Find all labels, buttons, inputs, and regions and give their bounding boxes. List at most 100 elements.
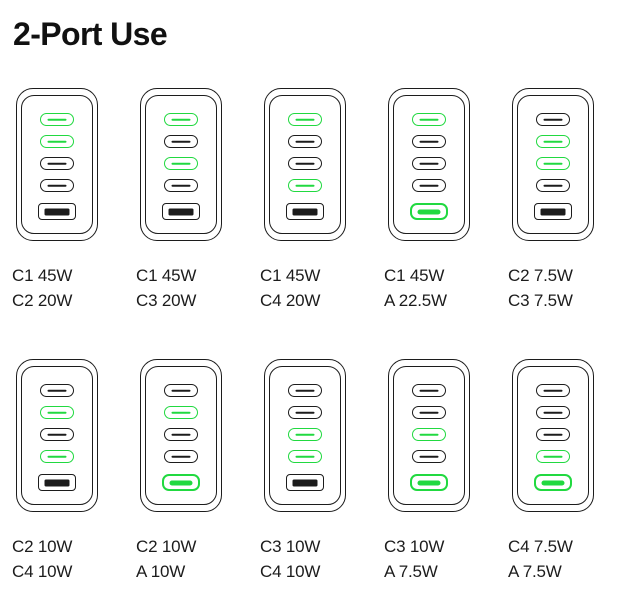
port-group <box>145 95 217 234</box>
caption-line-2: C4 10W <box>12 562 73 581</box>
usb-c-port-c3-inactive[interactable] <box>40 428 74 441</box>
port-group <box>517 95 589 234</box>
charger-diagram <box>260 359 356 512</box>
usb-c-port-c3-active[interactable] <box>412 428 446 441</box>
caption-line-1: C2 10W <box>12 537 73 556</box>
usb-c-port-c2-active[interactable] <box>40 135 74 148</box>
caption-line-1: C1 45W <box>384 266 445 285</box>
usb-a-port-a-active[interactable] <box>162 474 200 491</box>
usb-c-port-c1-active[interactable] <box>164 113 198 126</box>
usb-c-port-c4-inactive[interactable] <box>536 179 570 192</box>
usb-c-port-c1-inactive[interactable] <box>536 384 570 397</box>
usb-c-port-c1-inactive[interactable] <box>40 384 74 397</box>
usb-a-port-a-inactive[interactable] <box>38 203 76 220</box>
caption-line-2: C4 10W <box>260 562 321 581</box>
usb-c-port-c2-inactive[interactable] <box>288 135 322 148</box>
usb-c-port-c2-inactive[interactable] <box>164 135 198 148</box>
page-title: 2-Port Use <box>13 16 168 52</box>
caption-line-2: A 7.5W <box>384 562 438 581</box>
caption-line-2: A 7.5W <box>508 562 562 581</box>
charger-combo-caption: C1 45W C4 20W <box>260 263 320 313</box>
port-group <box>393 366 465 505</box>
charger-combo-cell[interactable]: C4 7.5W A 7.5W <box>506 359 618 610</box>
usb-a-port-a-active[interactable] <box>534 474 572 491</box>
usb-c-port-c3-active[interactable] <box>288 428 322 441</box>
usb-c-port-c4-inactive[interactable] <box>412 450 446 463</box>
caption-line-1: C1 45W <box>136 266 197 285</box>
charger-diagram <box>260 88 356 241</box>
usb-a-port-a-inactive[interactable] <box>162 203 200 220</box>
usb-c-port-c1-active[interactable] <box>288 113 322 126</box>
charger-combo-caption: C1 45W A 22.5W <box>384 263 447 313</box>
charger-combo-cell[interactable]: C1 45W C3 20W <box>134 88 258 359</box>
caption-line-1: C1 45W <box>260 266 321 285</box>
usb-c-port-c4-inactive[interactable] <box>40 179 74 192</box>
charger-diagram <box>12 88 108 241</box>
usb-c-port-c3-active[interactable] <box>164 157 198 170</box>
usb-a-port-a-inactive[interactable] <box>286 474 324 491</box>
usb-c-port-c4-inactive[interactable] <box>164 450 198 463</box>
usb-c-port-c4-inactive[interactable] <box>164 179 198 192</box>
caption-line-2: C2 20W <box>12 291 73 310</box>
usb-c-port-c3-inactive[interactable] <box>412 157 446 170</box>
usb-c-port-c3-inactive[interactable] <box>288 157 322 170</box>
usb-c-port-c3-inactive[interactable] <box>40 157 74 170</box>
charger-combo-cell[interactable]: C3 10W A 7.5W <box>382 359 506 610</box>
usb-c-port-c4-active[interactable] <box>40 450 74 463</box>
usb-c-port-c2-inactive[interactable] <box>536 406 570 419</box>
usb-c-port-c1-inactive[interactable] <box>164 384 198 397</box>
usb-a-port-a-inactive[interactable] <box>38 474 76 491</box>
caption-line-1: C4 7.5W <box>508 537 573 556</box>
usb-a-port-a-inactive[interactable] <box>286 203 324 220</box>
usb-c-port-c4-active[interactable] <box>288 179 322 192</box>
usb-c-port-c3-inactive[interactable] <box>536 428 570 441</box>
port-group <box>145 366 217 505</box>
usb-c-port-c4-active[interactable] <box>288 450 322 463</box>
charger-diagram <box>136 88 232 241</box>
caption-line-2: A 22.5W <box>384 291 447 310</box>
port-group <box>21 95 93 234</box>
usb-c-port-c2-active[interactable] <box>40 406 74 419</box>
port-group <box>393 95 465 234</box>
charger-diagram <box>508 359 604 512</box>
usb-c-port-c1-inactive[interactable] <box>288 384 322 397</box>
charger-diagram <box>384 88 480 241</box>
charger-diagram <box>384 359 480 512</box>
caption-line-1: C2 10W <box>136 537 197 556</box>
usb-c-port-c1-inactive[interactable] <box>536 113 570 126</box>
usb-c-port-c4-active[interactable] <box>536 450 570 463</box>
usb-c-port-c1-active[interactable] <box>40 113 74 126</box>
usb-c-port-c4-inactive[interactable] <box>412 179 446 192</box>
caption-line-1: C3 10W <box>384 537 445 556</box>
usb-c-port-c2-active[interactable] <box>164 406 198 419</box>
caption-line-2: C3 20W <box>136 291 197 310</box>
port-group <box>21 366 93 505</box>
usb-c-port-c3-active[interactable] <box>536 157 570 170</box>
usb-c-port-c1-active[interactable] <box>412 113 446 126</box>
caption-line-2: C4 20W <box>260 291 321 310</box>
usb-c-port-c2-inactive[interactable] <box>412 135 446 148</box>
charger-combo-caption: C1 45W C3 20W <box>136 263 196 313</box>
usb-c-port-c2-inactive[interactable] <box>412 406 446 419</box>
charger-combo-cell[interactable]: C1 45W A 22.5W <box>382 88 506 359</box>
usb-c-port-c3-inactive[interactable] <box>164 428 198 441</box>
usb-c-port-c1-inactive[interactable] <box>412 384 446 397</box>
charger-diagram <box>136 359 232 512</box>
usb-a-port-a-active[interactable] <box>410 474 448 491</box>
usb-c-port-c2-active[interactable] <box>536 135 570 148</box>
usb-a-port-a-active[interactable] <box>410 203 448 220</box>
usb-a-port-a-inactive[interactable] <box>534 203 572 220</box>
usb-c-port-c2-inactive[interactable] <box>288 406 322 419</box>
caption-line-2: C3 7.5W <box>508 291 573 310</box>
charger-combo-cell[interactable]: C1 45W C4 20W <box>258 88 382 359</box>
charger-combo-cell[interactable]: C2 10W C4 10W <box>10 359 134 610</box>
